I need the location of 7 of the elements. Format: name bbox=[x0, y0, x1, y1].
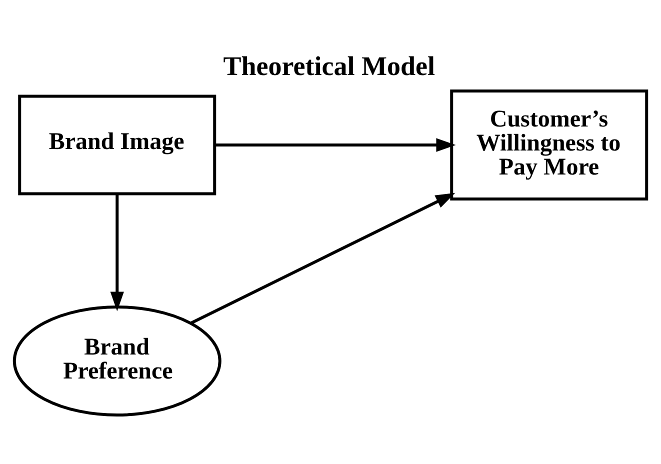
arrow bbox=[190, 192, 456, 324]
node-box: Customer’s Willingness to Pay More bbox=[450, 90, 648, 200]
node-box: Brand Image bbox=[18, 94, 216, 196]
arrow bbox=[215, 138, 456, 152]
node-ellipse: Brand Preference bbox=[12, 306, 222, 416]
arrow bbox=[110, 194, 124, 312]
diagram-title: Theoretical Model bbox=[223, 51, 435, 82]
